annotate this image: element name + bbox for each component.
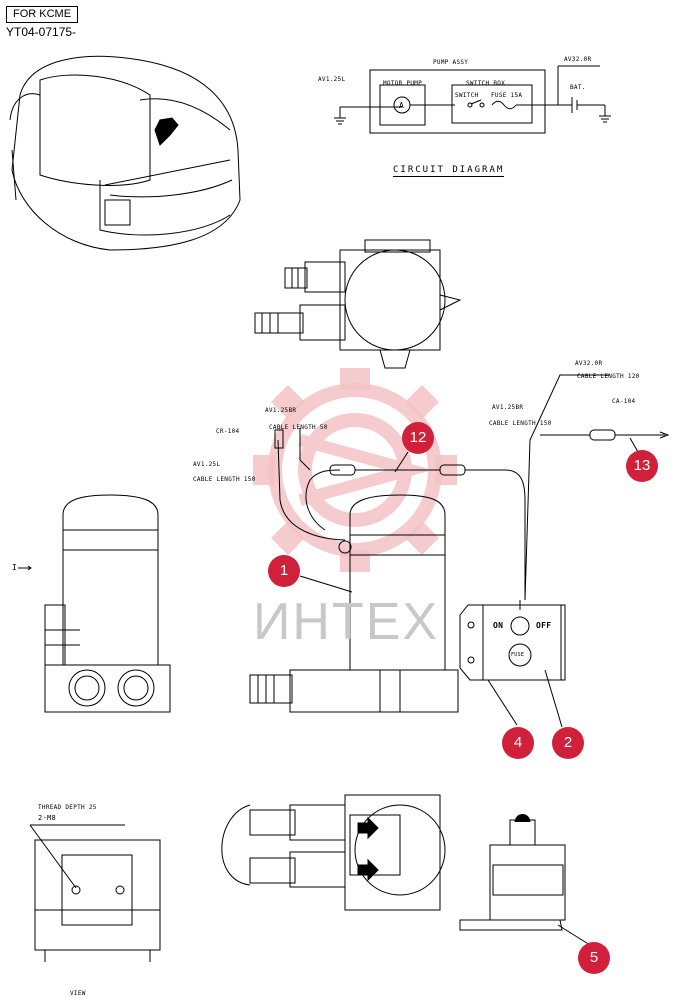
circuit-switch-box: SWITCH BOX [466, 80, 506, 87]
boat-sketch [9, 55, 241, 251]
leader-lines [299, 437, 639, 946]
wire4-name: AV32.0R [575, 360, 603, 367]
pump-rear-view [221, 794, 446, 911]
view-arrow-label: I [12, 563, 18, 572]
switch-box-drawing [459, 604, 566, 681]
circuit-title: CIRCUIT DIAGRAM [393, 165, 505, 177]
callout-4[interactable]: 4 [502, 727, 534, 759]
watermark-gear-teeth [253, 368, 457, 572]
pump-top-view [254, 239, 462, 369]
switch-on-label: ON [493, 621, 504, 630]
connector-ca: CA-104 [612, 398, 636, 405]
circuit-pump-assy: PUMP ASSY [433, 59, 469, 66]
callout-5[interactable]: 5 [578, 942, 610, 974]
header-tag: FOR KCME [6, 6, 78, 23]
switch-fuse-label: FUSE [511, 652, 525, 658]
wire3-name: AV1.25BR [492, 404, 524, 411]
switch-box-side-view [459, 814, 566, 931]
wire1-name: AV1.25BR [265, 407, 297, 414]
thread-depth-label: THREAD DEPTH 25 [38, 804, 97, 811]
drawing-code: YT04-07175- [6, 25, 77, 39]
view-label: VIEW [70, 990, 86, 997]
circuit-left-wire: AV1.25L [318, 76, 346, 83]
circuit-diagram [334, 65, 611, 134]
pump-front-view [249, 494, 459, 713]
circuit-switch: SWITCH [455, 92, 479, 99]
pump-side-view [18, 494, 171, 713]
circuit-fuse: FUSE 15A [491, 92, 523, 99]
circuit-motor-pump: MOTOR PUMP [383, 80, 423, 87]
callout-12[interactable]: 12 [402, 422, 434, 454]
wire2-length: CABLE LENGTH 150 [193, 476, 256, 483]
wire4-length: CABLE LENGTH 120 [577, 373, 640, 380]
wire3-length: CABLE LENGTH 150 [489, 420, 552, 427]
motor-symbol: A [399, 101, 405, 110]
callout-2[interactable]: 2 [552, 727, 584, 759]
pump-bottom-view [29, 824, 161, 962]
wire2-name: AV1.25L [193, 461, 221, 468]
circuit-right-wire: AV32.0R [564, 56, 592, 63]
pump-in-boat [154, 117, 179, 146]
connector-cr: CR-104 [216, 428, 240, 435]
wire1-length: CABLE LENGTH 50 [269, 424, 328, 431]
wiring-harness [274, 374, 670, 610]
callout-1[interactable]: 1 [268, 555, 300, 587]
circuit-battery: BAT. [570, 84, 586, 91]
watermark-text: ИНТЕХ [253, 593, 440, 651]
switch-off-label: OFF [536, 621, 552, 630]
thread-label: 2-M8 [38, 814, 57, 822]
callout-13[interactable]: 13 [626, 450, 658, 482]
